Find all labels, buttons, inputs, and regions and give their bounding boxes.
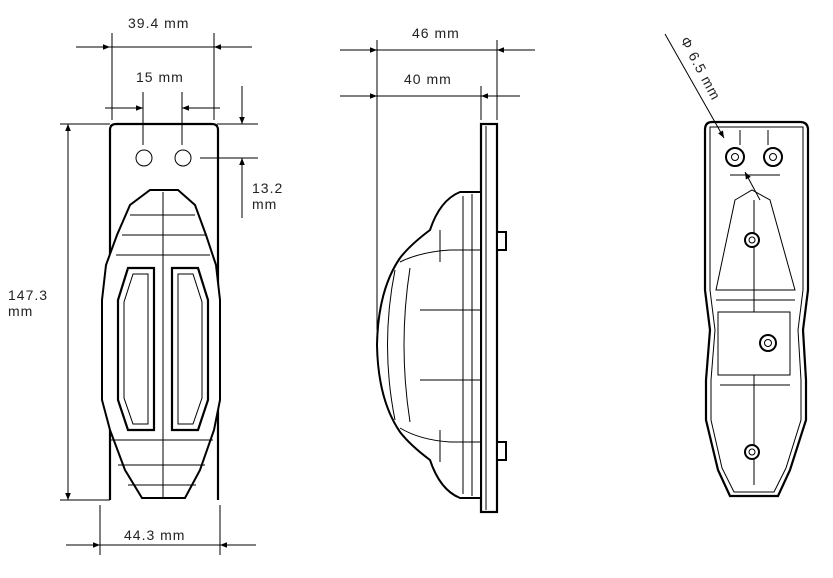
screw-boss [759, 334, 777, 352]
back-housing-ribs [715, 130, 796, 485]
dim-hole-spacing: 15 mm [136, 69, 184, 85]
dim-width-bottom: 44.3 mm [124, 527, 185, 543]
back-view: Φ 6.5 mm [664, 33, 810, 498]
dim-height-unit: mm [8, 303, 33, 319]
lens-ribs [110, 192, 213, 498]
mounting-plate-side [479, 122, 499, 514]
diameter-leader-line [744, 171, 761, 201]
lamp-body-contours [387, 194, 481, 496]
dimension-lines [60, 33, 258, 555]
lens-window-left [116, 266, 156, 432]
dim-hole-offset-value: 13.2 [252, 180, 283, 196]
mounting-hole [135, 149, 153, 167]
mounting-hole-back [763, 147, 783, 167]
lens-window-inner [123, 273, 203, 425]
lamp-body-side [375, 191, 482, 499]
mounting-plate [108, 122, 220, 500]
mounting-hole-back [725, 147, 745, 167]
lens-window-right [170, 266, 210, 432]
dim-depth-body: 40 mm [404, 71, 452, 87]
diameter-leader-line [664, 33, 725, 139]
dim-hole-offset-unit: mm [252, 196, 277, 212]
screw-boss [744, 232, 760, 248]
back-housing-outline [703, 120, 810, 498]
screw-boss [744, 444, 760, 460]
dim-depth-total: 46 mm [412, 25, 460, 41]
bolt [496, 441, 507, 461]
mounting-hole [174, 149, 192, 167]
front-view: 39.4 mm 15 mm 13.2 mm 147.3 mm 44.3 mm [8, 15, 283, 555]
dimension-lines [340, 40, 535, 330]
back-housing-inner-outline [709, 126, 804, 493]
bolt [496, 231, 507, 251]
side-view: 46 mm 40 mm [340, 25, 535, 514]
dim-width-top: 39.4 mm [128, 15, 189, 31]
dim-height-value: 147.3 [8, 287, 48, 303]
